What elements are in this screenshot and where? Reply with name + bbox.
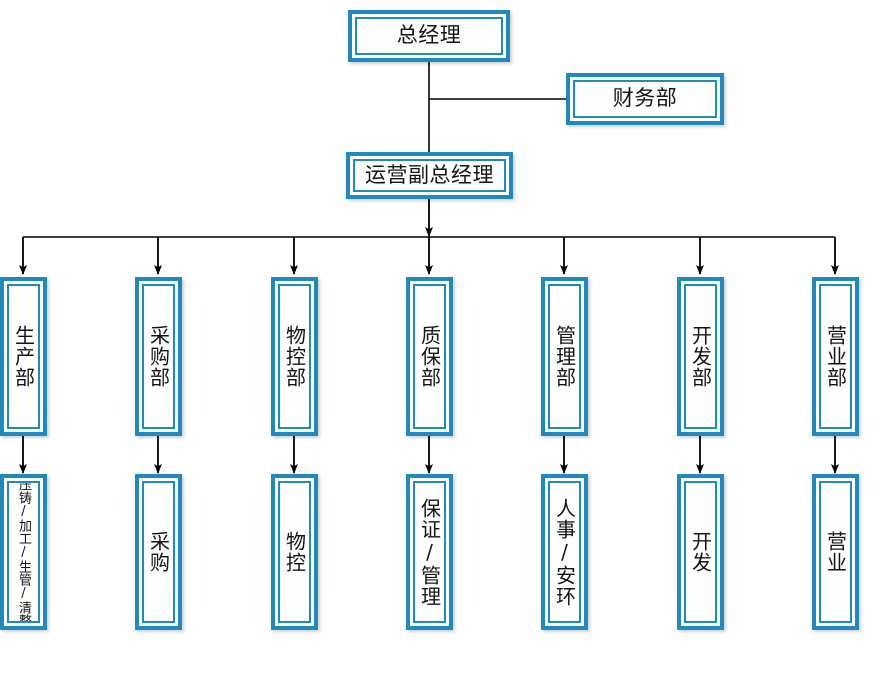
node-dept-administration[interactable]: 管理部 [541,277,588,436]
connector-dept-to-sub [19,436,839,474]
node-dept-purchasing[interactable]: 采购部 [135,277,182,436]
node-operations-vp[interactable]: 运营副总经理 [346,152,513,199]
node-dept-development[interactable]: 开发部 [677,277,724,436]
node-dept-development-label: 开发部 [688,325,713,388]
node-sub-material-control-label: 物控 [282,531,307,573]
node-sub-administration[interactable]: 人事/安环 [541,474,588,630]
connector-bus-drops [19,237,839,275]
node-dept-purchasing-inner: 采购部 [142,284,175,429]
node-dept-sales-inner: 营业部 [819,284,852,429]
node-sub-purchasing-inner: 采购 [142,481,175,623]
node-sub-administration-inner: 人事/安环 [548,481,581,623]
node-dept-development-inner: 开发部 [684,284,717,429]
node-dept-purchasing-label: 采购部 [146,325,171,388]
node-operations-vp-inner: 运营副总经理 [353,159,506,192]
node-dept-production[interactable]: 生产部 [0,277,47,436]
node-operations-vp-label: 运营副总经理 [365,162,494,187]
node-sub-production[interactable]: 压铸/加工/生管/清整 [0,474,47,630]
node-sub-quality-assurance-inner: 保证/管理 [413,481,446,623]
node-sub-production-label: 压铸/加工/生管/清整 [16,481,31,623]
node-dept-material-control[interactable]: 物控部 [271,277,318,436]
node-sub-administration-label: 人事/安环 [552,497,577,607]
node-dept-quality-assurance[interactable]: 质保部 [406,277,453,436]
node-dept-administration-label: 管理部 [552,325,577,388]
node-general-manager-inner: 总经理 [355,17,503,55]
node-general-manager[interactable]: 总经理 [348,10,510,62]
node-sub-sales[interactable]: 营业 [812,474,859,630]
node-sub-purchasing-label: 采购 [146,531,171,573]
node-dept-production-inner: 生产部 [7,284,40,429]
node-dept-sales-label: 营业部 [823,325,848,388]
node-sub-material-control[interactable]: 物控 [271,474,318,630]
node-dept-material-control-label: 物控部 [282,325,307,388]
node-finance-dept-label: 财务部 [612,86,678,111]
node-sub-development-inner: 开发 [684,481,717,623]
node-sub-development-label: 开发 [688,531,713,573]
node-finance-dept[interactable]: 财务部 [566,73,724,125]
node-sub-material-control-inner: 物控 [278,481,311,623]
node-sub-purchasing[interactable]: 采购 [135,474,182,630]
node-dept-production-label: 生产部 [11,325,36,388]
node-sub-sales-label: 营业 [823,531,848,573]
node-sub-quality-assurance-label: 保证/管理 [417,497,442,607]
node-dept-material-control-inner: 物控部 [278,284,311,429]
node-sub-development[interactable]: 开发 [677,474,724,630]
node-sub-sales-inner: 营业 [819,481,852,623]
node-dept-quality-assurance-inner: 质保部 [413,284,446,429]
node-sub-quality-assurance[interactable]: 保证/管理 [406,474,453,630]
node-finance-dept-inner: 财务部 [573,80,717,118]
node-sub-production-inner: 压铸/加工/生管/清整 [7,481,40,623]
node-dept-administration-inner: 管理部 [548,284,581,429]
node-dept-quality-assurance-label: 质保部 [417,325,442,388]
node-general-manager-label: 总经理 [396,23,462,48]
node-dept-sales[interactable]: 营业部 [812,277,859,436]
